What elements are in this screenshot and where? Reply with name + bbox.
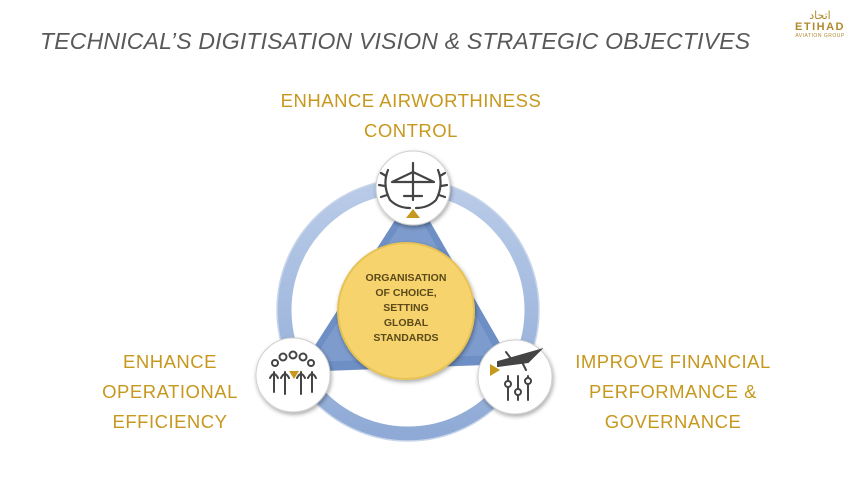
logo-subtitle: AVIATION GROUP — [795, 33, 845, 39]
logo-arabic-mark: اتحاد — [809, 9, 831, 22]
center-line2: OF CHOICE, — [375, 287, 437, 299]
financial-node — [477, 339, 553, 415]
objective-financial-label: IMPROVE FINANCIAL PERFORMANCE & GOVERNAN… — [568, 347, 778, 437]
objective-financial-line2: PERFORMANCE & — [589, 381, 757, 402]
objective-operational-label: ENHANCE OPERATIONAL EFFICIENCY — [92, 347, 248, 437]
objective-financial-line1: IMPROVE FINANCIAL — [575, 351, 771, 372]
logo-wordmark: ETIHAD — [795, 21, 845, 33]
etihad-logo: اتحاد ETIHAD AVIATION GROUP — [790, 10, 850, 46]
center-line3: SETTING — [383, 302, 429, 314]
center-circle — [337, 242, 475, 380]
operational-pointer — [289, 371, 299, 379]
objective-operational-line3: EFFICIENCY — [112, 411, 228, 432]
financial-pointer — [490, 364, 500, 376]
objective-operational-line1: ENHANCE — [123, 351, 217, 372]
airworthiness-node — [375, 150, 451, 226]
airplane-laurel-icon — [377, 161, 449, 210]
objective-airworthiness-label: ENHANCE AIRWORTHINESS CONTROL — [268, 86, 554, 146]
page-title: TECHNICAL’S DIGITISATION VISION & STRATE… — [40, 28, 751, 54]
center-statement: ORGANISATION OF CHOICE, SETTING GLOBAL S… — [352, 271, 460, 346]
plane-sliders-icon — [497, 347, 544, 401]
objective-airworthiness-line1: ENHANCE AIRWORTHINESS — [280, 90, 542, 111]
airworthiness-pointer — [406, 209, 420, 218]
center-line1: ORGANISATION — [365, 272, 447, 284]
operational-node — [255, 337, 331, 413]
objective-operational-line2: OPERATIONAL — [102, 381, 238, 402]
objective-airworthiness-line2: CONTROL — [364, 120, 458, 141]
center-line4: GLOBAL — [383, 317, 429, 329]
people-group-icon — [269, 350, 317, 395]
objective-financial-line3: GOVERNANCE — [604, 411, 742, 432]
center-line5: STANDARDS — [373, 332, 439, 344]
